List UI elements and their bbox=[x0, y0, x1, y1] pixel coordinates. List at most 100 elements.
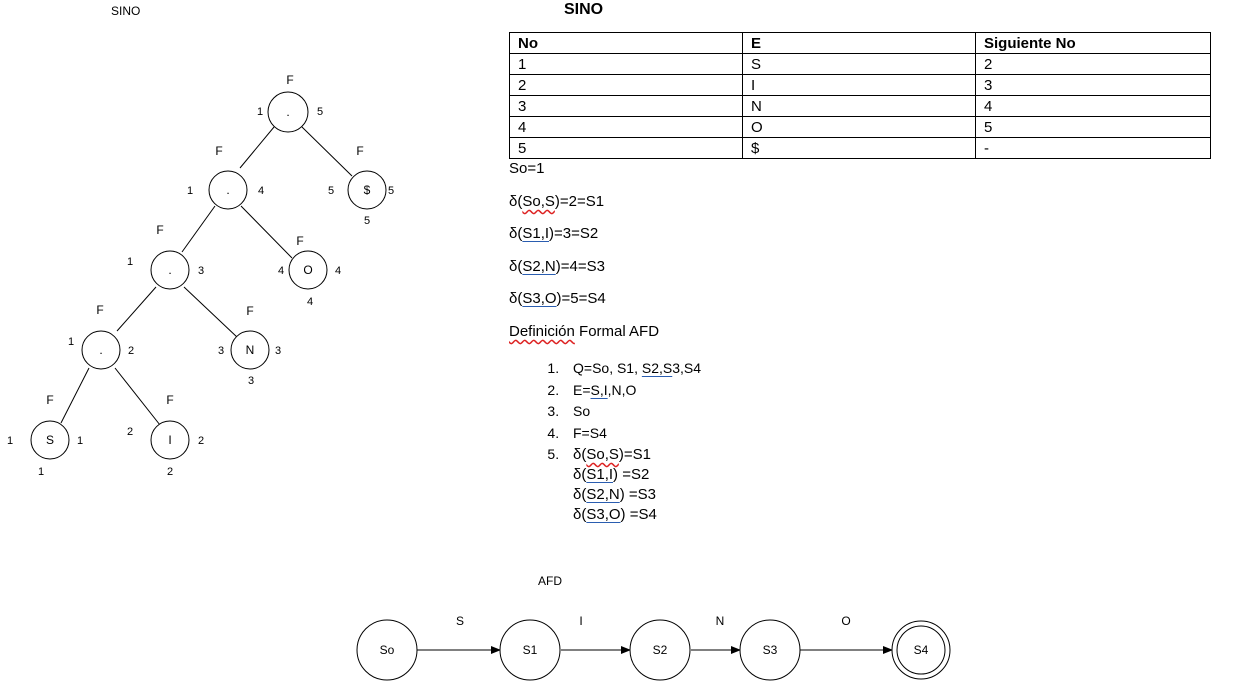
edge-label-o: O bbox=[841, 614, 850, 628]
node-circle bbox=[347, 170, 387, 210]
q-underlined: S2,S bbox=[641, 360, 673, 376]
state-circle bbox=[356, 619, 418, 681]
afd-diagram: S I N O So S1 S2 S3 S4 bbox=[356, 614, 951, 681]
lastpos-right: 2 bbox=[198, 435, 204, 447]
state-s4-final: S4 bbox=[891, 620, 951, 680]
heading-rest: Formal AFD bbox=[574, 323, 660, 340]
transition-result: )=4=S3 bbox=[555, 258, 605, 275]
tree-node-cat4: . F 1 2 bbox=[68, 303, 134, 370]
lastpos-right: 1 bbox=[77, 435, 83, 447]
cell-next: - bbox=[975, 137, 1211, 159]
tree-node-cat3: . F 1 3 bbox=[127, 223, 204, 290]
table-row: 2 I 3 bbox=[509, 74, 1211, 96]
syntax-tree: . F 1 5 . F 1 4 $ F 5 5 5 . F 1 3 O F 4 … bbox=[7, 73, 394, 478]
transition-prefix: δ( bbox=[509, 193, 523, 210]
list-item: δ(So,S)=S1 δ(S1,I) =S2 δ(S2,N) =S3 δ(S3,… bbox=[563, 444, 701, 525]
edge-root-cat2 bbox=[239, 126, 275, 169]
state-circle bbox=[739, 619, 801, 681]
cell-next: 4 bbox=[975, 95, 1211, 117]
node-circle bbox=[288, 250, 328, 290]
cell-next: 5 bbox=[975, 116, 1211, 138]
transition-args: So,S bbox=[522, 193, 555, 210]
transition-line: δ(S3,O)=5=S4 bbox=[509, 290, 606, 307]
position-number: 2 bbox=[167, 466, 173, 478]
edge-cat4-s bbox=[60, 367, 90, 424]
transition-prefix: δ( bbox=[509, 225, 523, 242]
delta-line: δ(S1,I) =S2 bbox=[573, 465, 701, 485]
edge-cat2-cat3 bbox=[181, 205, 216, 253]
position-number: 3 bbox=[248, 375, 254, 387]
state-s2: S2 bbox=[629, 619, 691, 681]
firstpos-f: F bbox=[286, 73, 293, 87]
tree-node-o: O F 4 4 4 bbox=[278, 234, 341, 308]
node-label: . bbox=[286, 105, 289, 119]
node-circle bbox=[81, 330, 121, 370]
table-heading: SINO bbox=[564, 1, 604, 18]
firstpos-f: F bbox=[166, 393, 173, 407]
firstpos-f: F bbox=[356, 144, 363, 158]
transition-result: )=3=S2 bbox=[549, 225, 599, 242]
node-circle bbox=[230, 330, 270, 370]
node-label: O bbox=[303, 263, 312, 277]
position-number: 1 bbox=[38, 466, 44, 478]
node-circle bbox=[150, 420, 190, 460]
table-row: 5 $ - bbox=[509, 137, 1211, 159]
delta-prefix: δ( bbox=[573, 506, 587, 523]
transition-result: )=2=S1 bbox=[554, 193, 605, 210]
firstpos-left: 3 bbox=[218, 345, 224, 357]
transition-args: S1,I bbox=[522, 225, 550, 242]
table-header-row: No E Siguiente No bbox=[509, 32, 1211, 54]
tree-node-root: . F 1 5 bbox=[257, 73, 323, 133]
tree-node-dollar: $ F 5 5 5 bbox=[328, 144, 394, 227]
heading-word: Definición bbox=[509, 323, 575, 340]
delta-result: ) =S3 bbox=[619, 486, 656, 503]
q-text-end: 3,S4 bbox=[672, 360, 702, 376]
position-number: 4 bbox=[307, 296, 313, 308]
list-item: E=S,I,N,O bbox=[563, 380, 701, 402]
firstpos-f: F bbox=[156, 223, 163, 237]
node-circle bbox=[208, 170, 248, 210]
cell-no: 1 bbox=[509, 53, 743, 75]
header-e: E bbox=[742, 32, 976, 54]
lastpos-right: 4 bbox=[335, 265, 341, 277]
firstpos-f: F bbox=[246, 304, 253, 318]
edge-cat2-o bbox=[240, 205, 293, 259]
q-text: Q=So, S1, bbox=[573, 360, 642, 376]
node-label: . bbox=[168, 263, 171, 277]
state-circle-inner bbox=[896, 625, 946, 675]
state-circle bbox=[629, 619, 691, 681]
delta-args: S2,N bbox=[586, 486, 620, 503]
delta-args: So,S bbox=[586, 446, 619, 463]
state-label: S3 bbox=[763, 643, 778, 657]
cell-e: S bbox=[742, 53, 976, 75]
header-siguiente: Siguiente No bbox=[975, 32, 1211, 54]
start-text: So bbox=[573, 403, 591, 419]
delta-result: ) =S2 bbox=[613, 466, 650, 483]
state-s3: S3 bbox=[739, 619, 801, 681]
e-text-end: ,N,O bbox=[607, 381, 637, 398]
edge-root-dollar bbox=[301, 126, 353, 177]
cell-no: 3 bbox=[509, 95, 743, 117]
lastpos-right: 3 bbox=[275, 345, 281, 357]
firstpos-f: F bbox=[46, 393, 53, 407]
firstpos-left: 1 bbox=[7, 435, 13, 447]
position-number: 5 bbox=[364, 215, 370, 227]
transition-result: )=5=S4 bbox=[556, 290, 606, 307]
firstpos-f: F bbox=[296, 234, 303, 248]
tree-heading: SINO bbox=[111, 4, 141, 18]
state-s1: S1 bbox=[499, 619, 561, 681]
list-item: So bbox=[563, 401, 701, 423]
table-row: 1 S 2 bbox=[509, 53, 1211, 75]
cell-no: 2 bbox=[509, 74, 743, 96]
final-text: F=S4 bbox=[573, 424, 607, 441]
node-label: . bbox=[226, 183, 229, 197]
list-item: F=S4 bbox=[563, 423, 701, 445]
firstpos-left: 1 bbox=[187, 185, 193, 197]
cell-e: I bbox=[742, 74, 976, 96]
firstpos-f: F bbox=[96, 303, 103, 317]
delta-result: )=S1 bbox=[618, 446, 651, 463]
delta-prefix: δ( bbox=[573, 466, 587, 483]
delta-line: δ(So,S)=S1 bbox=[573, 445, 701, 465]
node-label: $ bbox=[364, 183, 371, 197]
delta-result: ) =S4 bbox=[620, 506, 657, 523]
